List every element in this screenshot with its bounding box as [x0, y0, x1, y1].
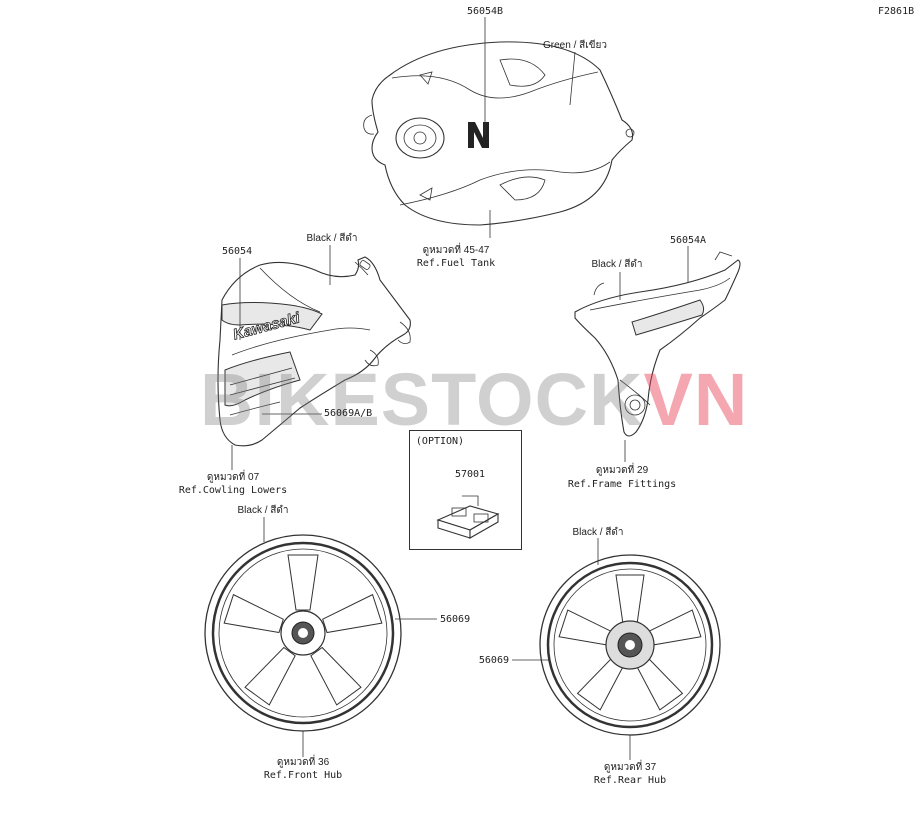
fuel-tank-ref-th: ดูหมวดที่ 45-47	[422, 245, 490, 256]
cowling-color-label: Black / สีดำ	[306, 233, 358, 244]
fuel-tank-ref: Ref.Fuel Tank	[416, 258, 496, 269]
front-wheel-drawing	[204, 534, 402, 732]
figure-id: F2861B	[878, 6, 915, 17]
cowling-sub-part-no: 56069A/B	[324, 408, 373, 419]
cowling-ref: Ref.Cowling Lowers	[178, 485, 288, 496]
watermark-text: BIKESTOCK	[200, 358, 644, 441]
front-wheel-part-no: 56069	[440, 614, 471, 625]
rear-wheel-ref-th: ดูหมวดที่ 37	[603, 762, 657, 773]
option-title: (OPTION)	[415, 436, 465, 447]
front-wheel-ref-th: ดูหมวดที่ 36	[276, 757, 330, 768]
fuel-tank-part-no: 56054B	[466, 6, 504, 17]
rear-wheel-part-no: 56069	[478, 655, 509, 666]
rear-wheel-drawing	[539, 554, 721, 736]
frame-color-label: Black / สีดำ	[591, 259, 643, 270]
front-wheel-color-label: Black / สีดำ	[237, 505, 289, 516]
frame-ref: Ref.Frame Fittings	[567, 479, 677, 490]
rear-wheel-ref: Ref.Rear Hub	[593, 775, 667, 786]
option-box	[409, 430, 522, 550]
cowling-ref-th: ดูหมวดที่ 07	[206, 472, 260, 483]
watermark: BIKESTOCKVN	[200, 360, 748, 440]
cowling-drawing	[217, 256, 411, 447]
leader-lines	[231, 17, 689, 760]
option-part-no: 57001	[454, 469, 486, 480]
front-wheel-ref: Ref.Front Hub	[263, 770, 343, 781]
frame-ref-th: ดูหมวดที่ 29	[595, 465, 649, 476]
frame-cover-drawing	[574, 251, 741, 437]
fuel-tank-color-label: Green / สีเขียว	[543, 40, 607, 51]
cowling-part-no: 56054	[222, 246, 253, 257]
fuel-tank-drawing	[363, 41, 635, 226]
frame-part-no: 56054A	[669, 235, 707, 246]
option-part-drawing	[436, 495, 500, 539]
watermark-accent-text: VN	[643, 358, 749, 441]
rear-wheel-color-label: Black / สีดำ	[572, 527, 624, 538]
